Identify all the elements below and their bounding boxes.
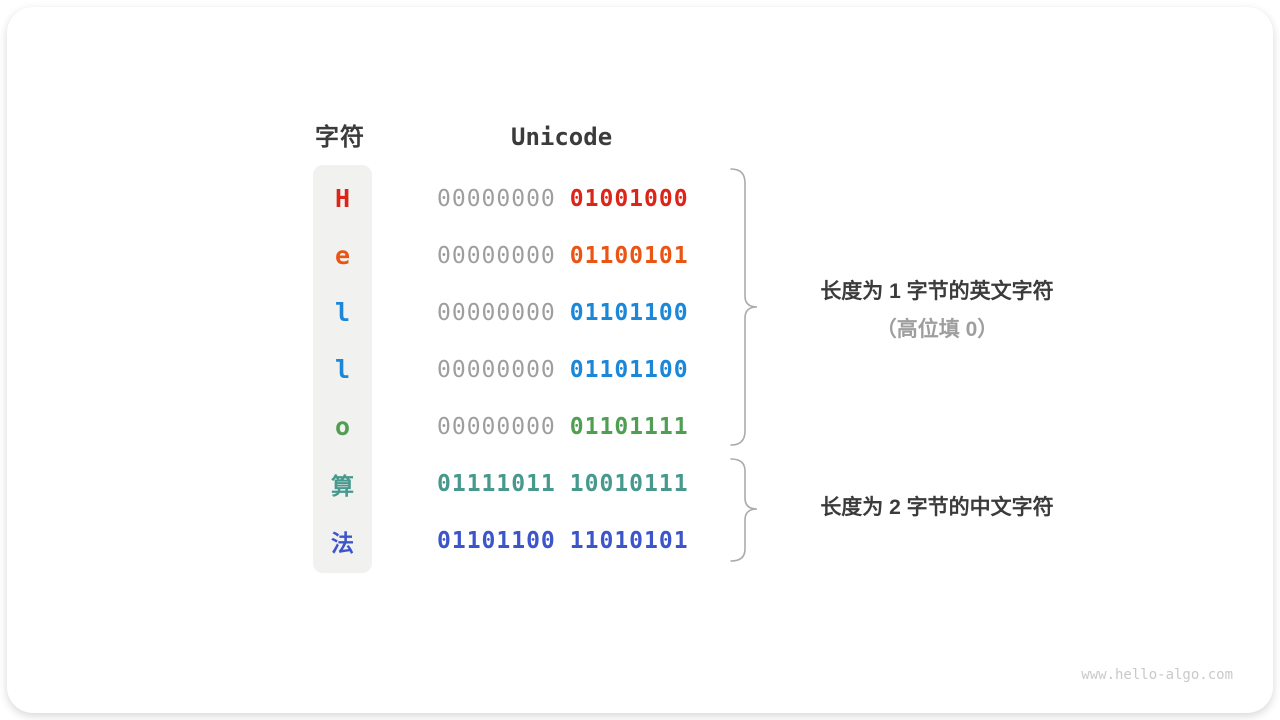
- annotation-english-line2: （高位填 0）: [875, 318, 999, 341]
- code-byte: 01101100: [569, 299, 689, 326]
- unicode-binary-row: 00000000 01001000: [437, 170, 689, 227]
- high-byte-padding: 00000000: [437, 356, 556, 383]
- code-byte: 01111011: [437, 470, 556, 497]
- annotation-english-line1: 长度为 1 字节的英文字符: [820, 280, 1054, 303]
- unicode-binary-row: 00000000 01100101: [437, 227, 689, 284]
- annotation-english-group: 长度为 1 字节的英文字符 （高位填 0）: [762, 273, 1112, 349]
- code-byte: 01001000: [569, 185, 689, 212]
- character-cell: 算: [331, 472, 354, 499]
- column-header-char: 字符: [315, 124, 365, 151]
- unicode-binary-row: 01101100 11010101: [437, 512, 689, 569]
- high-byte-padding: 00000000: [437, 299, 556, 326]
- code-byte: 01101100: [437, 527, 556, 554]
- code-byte: 01100101: [569, 242, 689, 269]
- code-byte: 11010101: [569, 527, 689, 554]
- unicode-binary-row: 00000000 01101100: [437, 284, 689, 341]
- unicode-binary-row: 00000000 01101111: [437, 398, 689, 455]
- code-byte: 10010111: [569, 470, 689, 497]
- code-byte: 01101111: [569, 413, 689, 440]
- character-cell: 法: [331, 529, 354, 556]
- unicode-binary-row: 01111011 10010111: [437, 455, 689, 512]
- brace-chinese-group: [730, 458, 758, 562]
- high-byte-padding: 00000000: [437, 242, 556, 269]
- character-cell: l: [334, 298, 351, 327]
- high-byte-padding: 00000000: [437, 185, 556, 212]
- high-byte-padding: 00000000: [437, 413, 556, 440]
- annotation-chinese-group: 长度为 2 字节的中文字符: [820, 496, 1054, 519]
- watermark: www.hello-algo.com: [1081, 667, 1233, 683]
- unicode-binary-row: 00000000 01101100: [437, 341, 689, 398]
- code-byte: 01101100: [569, 356, 689, 383]
- character-cell: l: [334, 355, 351, 384]
- character-cell: o: [334, 412, 351, 441]
- brace-english-group: [730, 168, 758, 446]
- column-header-unicode: Unicode: [511, 123, 613, 151]
- character-cell: H: [334, 184, 351, 213]
- character-cell: e: [334, 241, 351, 270]
